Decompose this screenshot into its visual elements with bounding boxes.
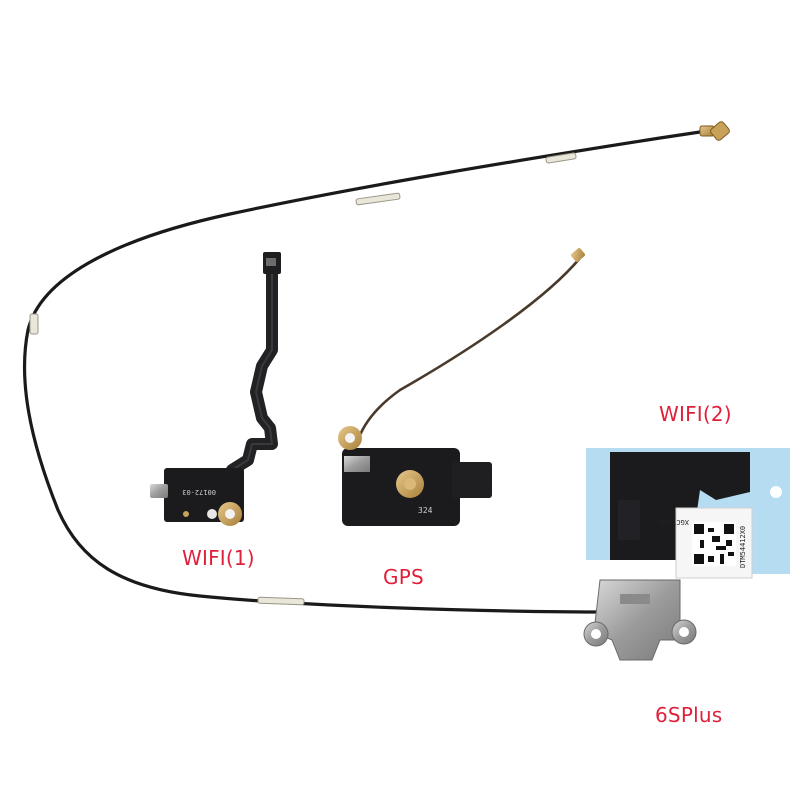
wifi1-flex-cable: 00172-03: [150, 252, 281, 526]
cable-sleeve: [355, 192, 401, 206]
long-antenna-cable: [22, 121, 730, 614]
wifi1-marking: 00172-03: [182, 488, 216, 496]
wifi1-label: WIFI(1): [182, 546, 255, 570]
qr-serial-text: DTM54412X0: [739, 526, 747, 568]
metal-bracket: [583, 579, 697, 661]
qr-code-text: XGC7QAQ: [659, 518, 689, 526]
cable-sleeve: [545, 152, 577, 164]
model-label: 6SPlus: [655, 703, 723, 727]
coax-connector: [699, 121, 730, 141]
cable-sleeve: [29, 313, 39, 335]
gps-module: 324: [338, 248, 585, 526]
cable-sleeve: [257, 596, 305, 606]
qr-label: XGC7QAQ DTM54412X0: [659, 507, 753, 579]
gps-marking: 324: [418, 506, 433, 515]
wifi2-module: XGC7QAQ DTM54412X0: [583, 448, 790, 661]
gps-label: GPS: [383, 565, 424, 589]
wifi2-label: WIFI(2): [659, 402, 732, 426]
